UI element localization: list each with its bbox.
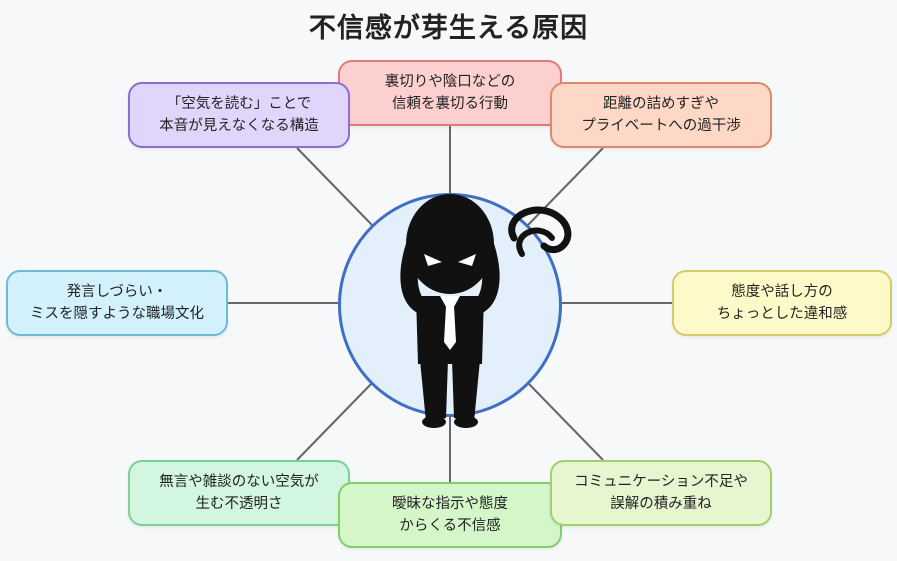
- cause-text: 発言しづらい・: [66, 284, 168, 300]
- cause-text: 無言や雑談のない空気が: [159, 474, 319, 490]
- connector-bottom-left: [296, 382, 373, 461]
- connector-bottom-right: [527, 382, 604, 461]
- cause-text: 誤解の積み重ね: [610, 496, 712, 512]
- cause-text: 距離の詰めすぎや: [603, 96, 719, 112]
- cause-text: からくる不信感: [399, 518, 501, 534]
- cause-node-betrayal: 裏切りや陰口などの 信頼を裏切る行動: [338, 60, 562, 126]
- cause-text: ちょっとした違和感: [716, 306, 848, 322]
- cause-node-miscommunication: コミュニケーション不足や 誤解の積み重ね: [550, 460, 772, 526]
- cause-text: ミスを隠すような職場文化: [30, 306, 204, 322]
- cause-node-overinterference: 距離の詰めすぎや プライベートへの過干渉: [550, 82, 772, 148]
- diagram-title: 不信感が芽生える原因: [308, 13, 589, 44]
- cause-text: 生む不透明さ: [195, 496, 283, 512]
- cause-text: 態度や話し方の: [731, 284, 833, 300]
- cause-text: 裏切りや陰口などの: [384, 74, 516, 90]
- cause-node-attitude: 態度や話し方の ちょっとした違和感: [672, 270, 892, 336]
- stressed-person-icon: [400, 194, 572, 428]
- cause-text: 曖昧な指示や態度: [392, 496, 508, 512]
- cause-node-silent-atmosphere: 無言や雑談のない空気が 生む不透明さ: [128, 460, 350, 526]
- cause-text: プライベートへの過干渉: [581, 118, 741, 134]
- cause-text: 信頼を裏切る行動: [392, 96, 508, 112]
- cause-node-workplace-culture: 発言しづらい・ ミスを隠すような職場文化: [6, 270, 228, 336]
- cause-text: 「空気を読む」ことで: [166, 96, 312, 112]
- cause-text: 本音が見えなくなる構造: [159, 118, 319, 134]
- cause-node-reading-the-air: 「空気を読む」ことで 本音が見えなくなる構造: [128, 82, 350, 148]
- cause-node-vague-instructions: 曖昧な指示や態度 からくる不信感: [338, 482, 562, 548]
- connector-top-left: [296, 147, 373, 226]
- cause-text: コミュニケーション不足や: [574, 474, 748, 490]
